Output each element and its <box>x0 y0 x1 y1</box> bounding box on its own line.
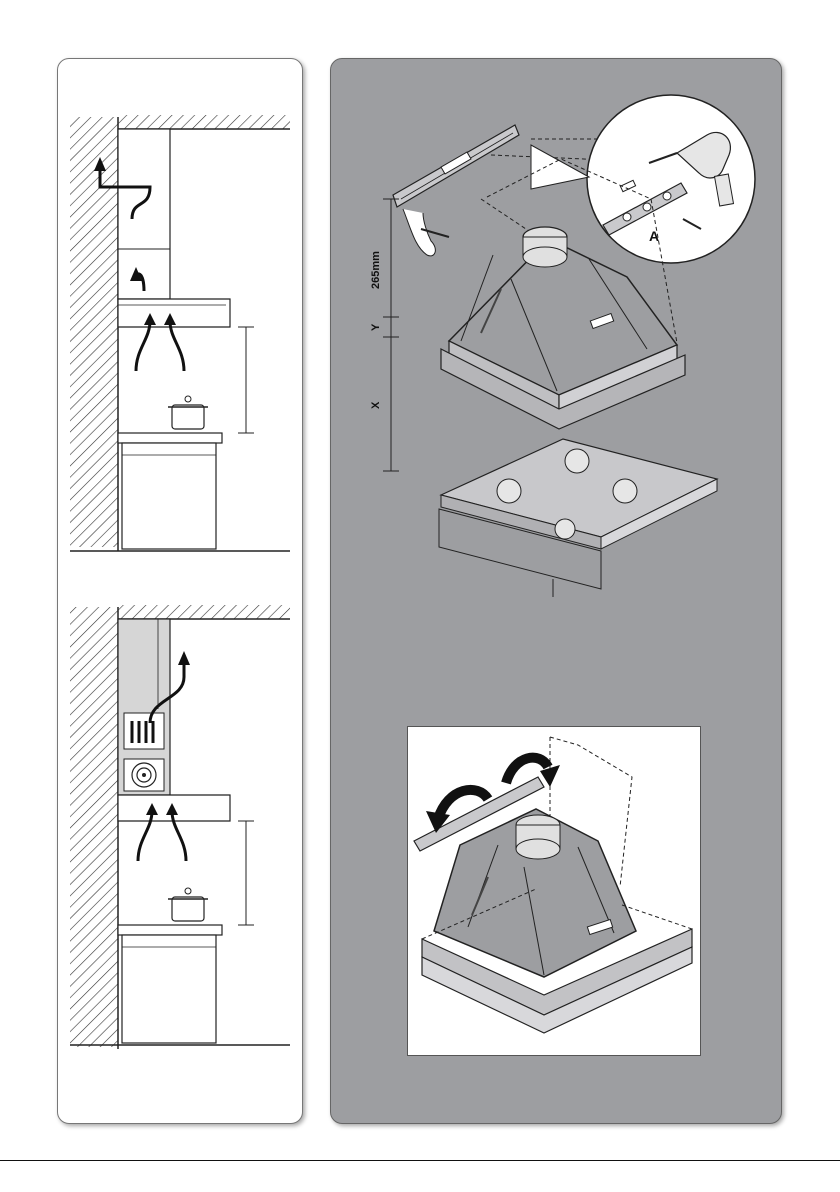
detail-circle <box>587 95 755 263</box>
ventilation-diagrams-panel <box>57 58 303 1124</box>
dimension-y-label: Y <box>370 323 382 331</box>
ventilation-diagrams-svg <box>58 59 302 1123</box>
ceiling-hatch <box>118 605 290 619</box>
oven <box>122 443 216 549</box>
height-265mm-label: 265mm <box>370 251 382 289</box>
diagram-recirculation <box>70 605 290 1049</box>
hood-hanging-inset <box>407 726 701 1056</box>
fume-arrow-right <box>170 321 184 371</box>
cooktop <box>118 433 222 443</box>
fume-arrow-left <box>136 321 150 371</box>
wall-hatch <box>70 117 118 547</box>
ceiling-hatch <box>118 115 290 129</box>
wall-hatch <box>70 607 118 1047</box>
mounting-bracket <box>393 125 519 207</box>
pot <box>172 405 204 429</box>
diagram-ducted-extraction <box>70 115 290 551</box>
page-bottom-rule <box>0 1160 840 1161</box>
pot <box>172 897 204 921</box>
filter-grid <box>124 713 164 749</box>
rotate-arrow-right <box>506 758 548 783</box>
hood-hanging-svg <box>408 727 700 1055</box>
dimension-lines <box>383 199 399 471</box>
dimension-x-label: X <box>370 401 382 409</box>
wall-cabinet <box>118 129 170 299</box>
gas-hob <box>439 439 717 597</box>
